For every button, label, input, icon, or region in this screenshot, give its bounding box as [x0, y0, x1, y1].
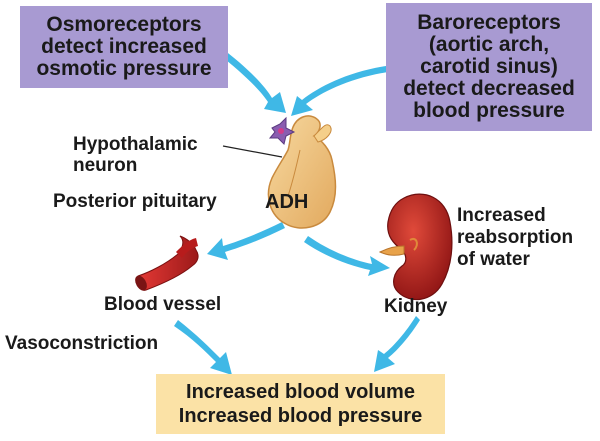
osmoreceptors-box: Osmoreceptors detect increased osmotic p… — [20, 6, 228, 88]
arrow-osmo-to-hypothalamus — [216, 46, 286, 113]
reabsorption-line2: reabsorption — [457, 227, 574, 248]
neuron-cell — [268, 116, 296, 145]
result-line1: Increased blood volume — [186, 381, 415, 403]
arrow-vessel-to-result — [174, 320, 232, 375]
blood-vessel-label: Blood vessel — [104, 294, 222, 315]
kidney-shape — [378, 193, 453, 301]
hypothalamic-line2: neuron — [73, 155, 138, 176]
result-line2: Increased blood pressure — [178, 405, 423, 427]
hypothalamic-pointer-line — [222, 145, 283, 158]
baroreceptors-line2: (aortic arch, — [428, 33, 550, 56]
baroreceptors-line1: Baroreceptors — [417, 11, 561, 34]
adh-label: ADH — [265, 191, 309, 213]
arrow-adh-to-vessel — [207, 222, 285, 260]
baroreceptors-box: Baroreceptors (aortic arch, carotid sinu… — [386, 3, 592, 131]
baroreceptors-line4: detect decreased — [403, 77, 575, 100]
arrow-kidney-to-result — [374, 316, 420, 372]
pituitary-gland — [267, 115, 337, 229]
reabsorption-line1: Increased — [457, 205, 546, 226]
hypothalamic-neuron-label: Hypothalamic neuron — [73, 134, 198, 176]
vasoconstriction-label: Vasoconstriction — [5, 333, 159, 354]
arrow-baro-to-hypothalamus — [291, 66, 388, 116]
osmoreceptors-line1: Osmoreceptors — [46, 13, 202, 36]
result-box: Increased blood volume Increased blood p… — [156, 374, 445, 434]
reabsorption-line3: of water — [457, 249, 530, 270]
baroreceptors-line5: blood pressure — [413, 99, 565, 122]
osmoreceptors-line3: osmotic pressure — [36, 57, 212, 80]
hypothalamic-line1: Hypothalamic — [73, 134, 198, 155]
arrow-adh-to-kidney — [304, 236, 390, 276]
posterior-pituitary-label: Posterior pituitary — [53, 191, 217, 212]
osmoreceptors-line2: detect increased — [41, 35, 207, 58]
kidney-label: Kidney — [384, 296, 448, 317]
reabsorption-label: Increased reabsorption of water — [457, 205, 573, 271]
baroreceptors-line3: carotid sinus) — [420, 55, 558, 78]
blood-vessel-shape — [135, 235, 199, 291]
